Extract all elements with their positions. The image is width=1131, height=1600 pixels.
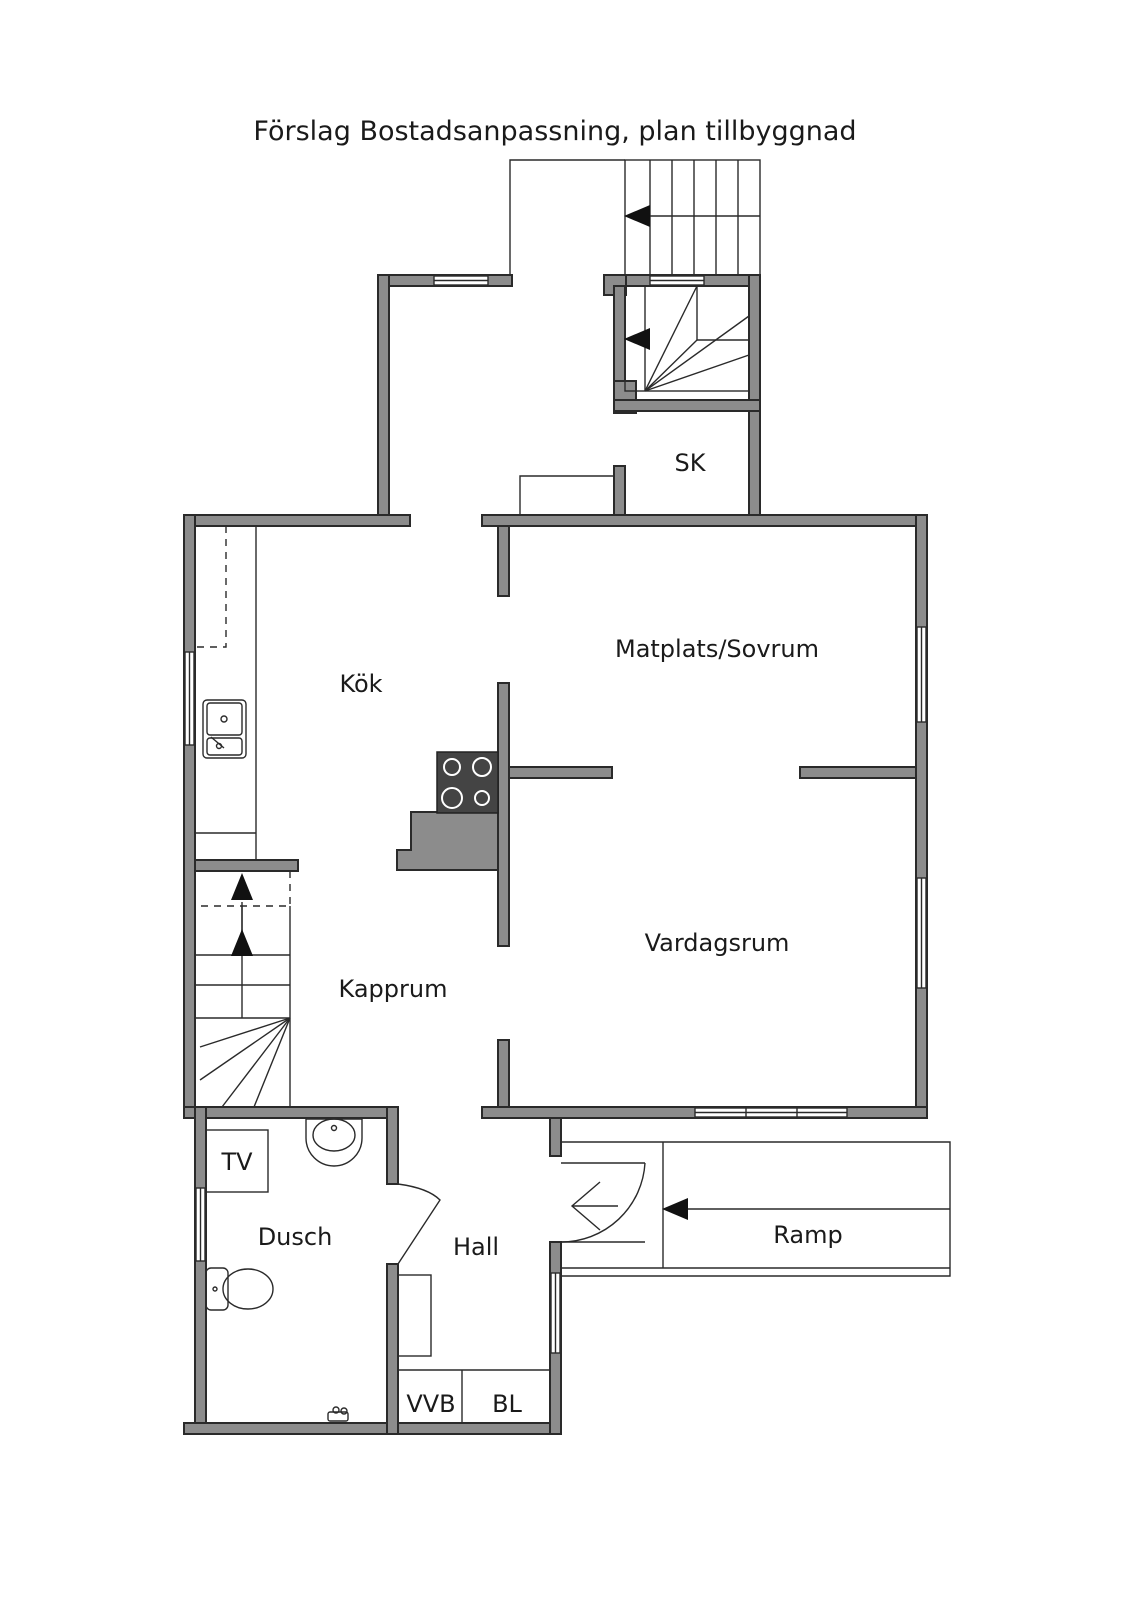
utility-closets xyxy=(398,1369,550,1423)
walls xyxy=(183,274,928,1435)
sink-icon xyxy=(202,699,247,759)
hall-cabinet xyxy=(397,1274,432,1357)
bathroom-door-swing xyxy=(397,1183,441,1265)
ramp xyxy=(561,1141,951,1277)
room-label-hall: Hall xyxy=(453,1233,499,1261)
room-label-kapprum: Kapprum xyxy=(339,975,448,1003)
plan-title: Förslag Bostadsanpassning, plan tillbygg… xyxy=(253,116,856,147)
bathroom-fixtures xyxy=(205,1118,363,1422)
exterior-stairs-top xyxy=(509,159,761,276)
ramp-arrow-icon xyxy=(662,1198,688,1220)
washbasin-icon xyxy=(305,1118,363,1167)
toilet-icon xyxy=(205,1267,274,1311)
windows xyxy=(184,275,927,1354)
room-label-vardagsrum: Vardagsrum xyxy=(645,929,790,957)
stairwell-top xyxy=(624,285,750,392)
room-label-sk: SK xyxy=(675,449,707,477)
room-label-dusch: Dusch xyxy=(258,1223,333,1251)
kitchen-counter xyxy=(195,526,257,860)
room-label-ramp: Ramp xyxy=(773,1221,842,1249)
tv-box xyxy=(205,1129,269,1193)
stove-icon xyxy=(436,751,499,814)
room-label-kok: Kök xyxy=(339,670,382,698)
stair-arrow-icon xyxy=(624,205,650,227)
stairs-kapprum xyxy=(195,871,291,1108)
stair-arrow-icon xyxy=(231,929,253,956)
floor-drain-icon xyxy=(327,1406,349,1422)
room-label-matplats-sovrum: Matplats/Sovrum xyxy=(615,635,819,663)
stair-arrow-icon xyxy=(231,873,253,900)
room-label-bl: BL xyxy=(492,1390,522,1418)
stair-arrow-icon xyxy=(624,328,650,350)
room-label-vvb: VVB xyxy=(406,1390,455,1418)
entrance-door xyxy=(560,1162,646,1243)
cabinet-outline xyxy=(519,475,614,515)
room-label-tv: TV xyxy=(220,1148,253,1176)
